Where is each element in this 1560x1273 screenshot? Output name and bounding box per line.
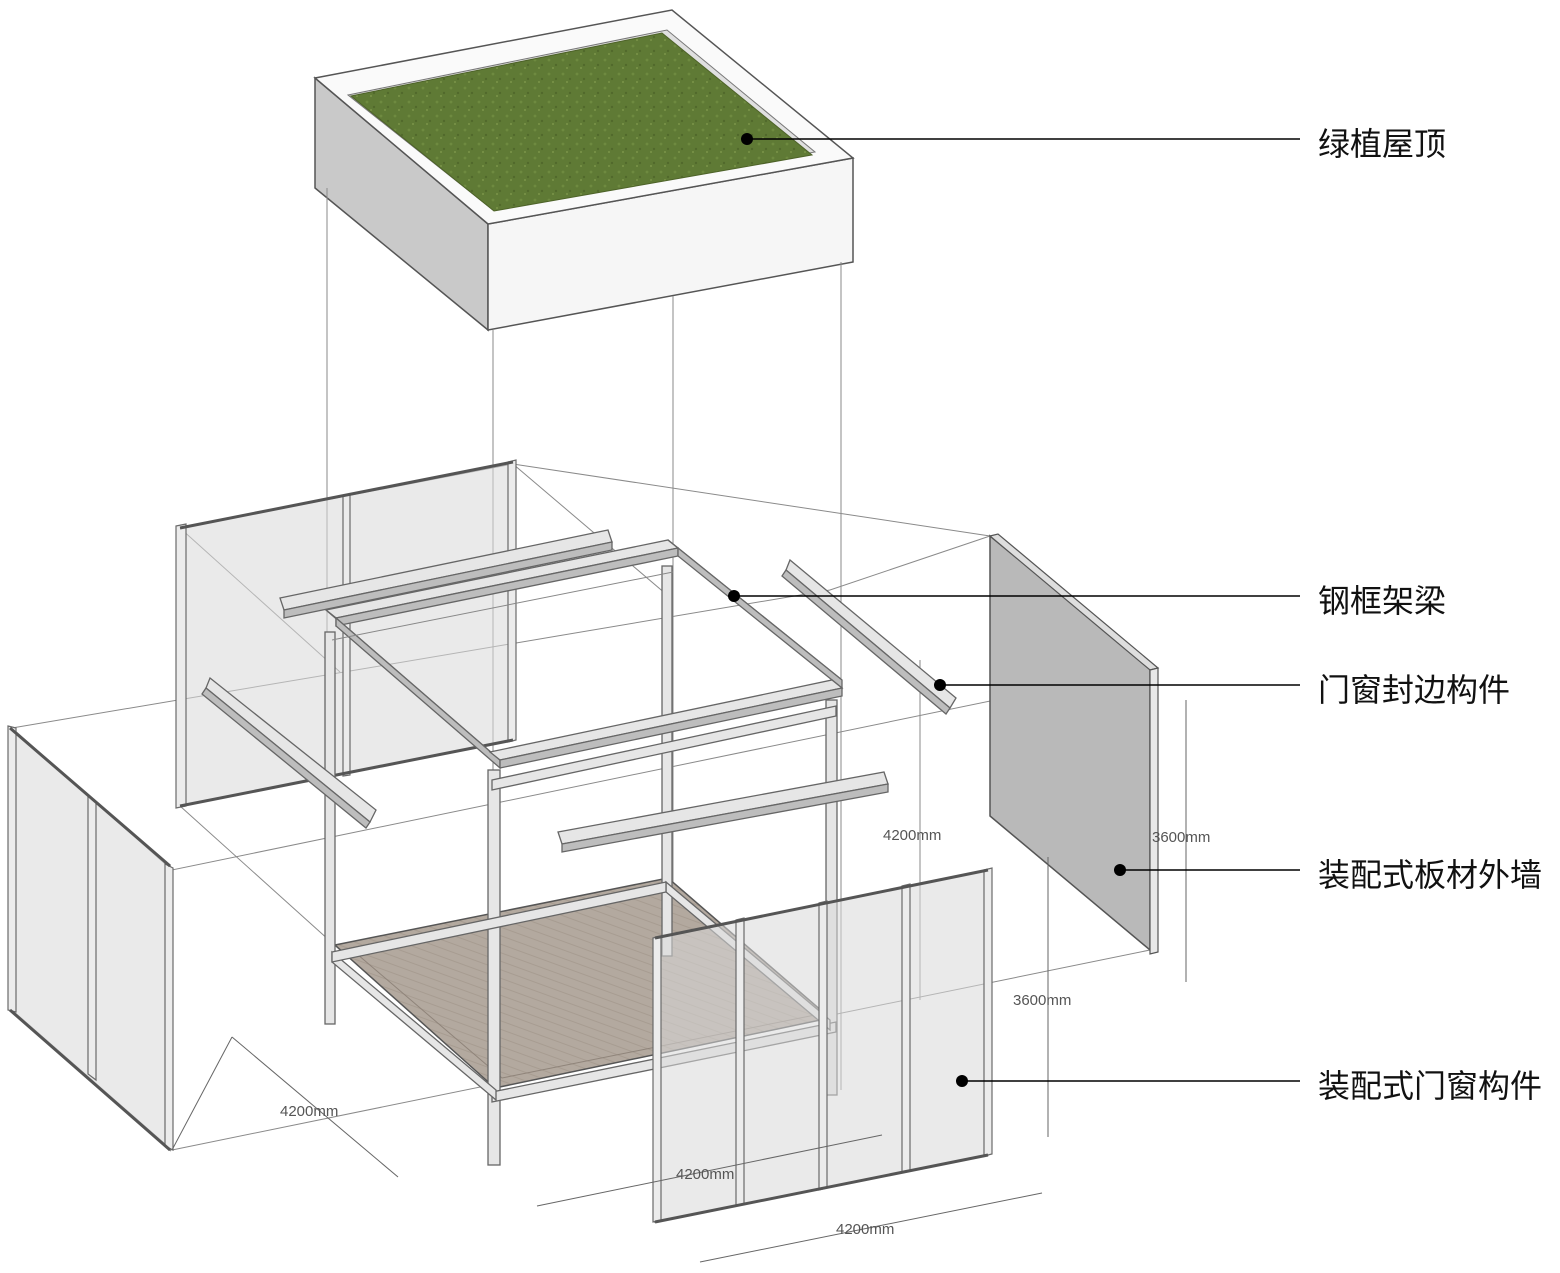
callout-edge-component: 门窗封边构件 — [934, 671, 1510, 709]
label-door-window: 装配式门窗构件 — [1318, 1067, 1542, 1105]
dim-right-depth: 4200mm — [676, 1166, 734, 1183]
label-green-roof: 绿植屋顶 — [1318, 125, 1446, 163]
callout-green-roof: 绿植屋顶 — [741, 125, 1446, 163]
label-wall-panel: 装配式板材外墙 — [1318, 856, 1542, 894]
callout-wall-panel: 装配式板材外墙 — [1114, 856, 1542, 894]
front-door-window — [652, 867, 993, 1224]
grass-surface — [349, 32, 814, 212]
dim-front-width: 4200mm — [836, 1221, 894, 1238]
dim-center-depth: 4200mm — [883, 827, 941, 844]
dimension-lines — [171, 700, 1187, 1263]
callout-door-window: 装配式门窗构件 — [956, 1067, 1542, 1105]
green-roof-module — [313, 9, 855, 332]
dim-front-height: 3600mm — [1013, 992, 1071, 1009]
label-edge-component: 门窗封边构件 — [1318, 671, 1510, 709]
left-side-glass-wall — [7, 725, 174, 1152]
callout-steel-frame: 钢框架梁 — [728, 582, 1446, 620]
edge-components — [201, 529, 957, 853]
dim-left-width: 4200mm — [280, 1103, 338, 1120]
right-wall-panel — [988, 533, 1160, 955]
label-steel-frame: 钢框架梁 — [1318, 582, 1446, 620]
dim-panel-height: 3600mm — [1152, 829, 1210, 846]
